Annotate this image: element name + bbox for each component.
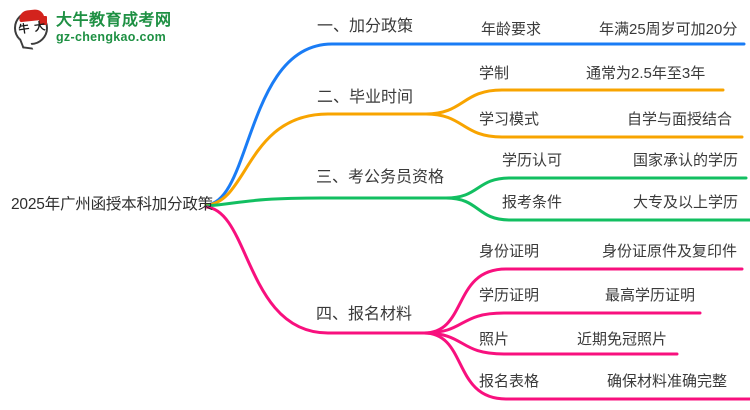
site-name: 大牛教育成考网 [56,12,172,29]
branch-2-child-1-value: 通常为2.5年至3年 [586,65,706,82]
branch-4-child-2-label: 学历证明 [479,287,540,304]
logo-bubble-icon: 大牛 [14,8,48,50]
branch-3-sub-2-line [444,196,750,222]
branch-2-child-2-label: 学习模式 [479,111,540,128]
branch-4-sub-2-line [422,311,702,335]
branch-2-sub-2-line [424,112,744,139]
branch-2-child-2-value: 自学与面授结合 [627,111,733,128]
branch-2-child-1-label: 学制 [479,65,510,82]
branch-1-child-1-label: 年龄要求 [481,21,542,38]
logo-red-seal-icon [39,16,47,25]
branch-3-line [204,196,450,208]
branch-4-child-3-value: 近期免冠照片 [577,331,668,348]
branch-1-line [204,42,746,207]
branch-1-label: 一、加分政策 [317,18,414,35]
site-url: gz-chengkao.com [56,30,167,44]
branch-3-child-2-label: 报考条件 [502,194,563,211]
branch-3-child-2-value: 大专及以上学历 [633,194,739,211]
branch-2-sub-1-line [424,88,725,116]
root-topic: 2025年广州函授本科加分政策 [11,196,213,213]
branch-4-child-4-value: 确保材料准确完整 [607,373,728,390]
branch-2-line [204,112,430,207]
branch-2-label: 二、毕业时间 [317,89,414,106]
branch-4-child-2-value: 最高学历证明 [605,287,696,304]
site-logo: 大牛 大牛教育成考网 gz-chengkao.com [14,8,172,50]
branch-4-child-1-value: 身份证原件及复印件 [602,243,738,260]
logo-characters: 大牛 [16,19,46,33]
branch-3-sub-1-line [444,176,748,200]
logo-text-block: 大牛教育成考网 gz-chengkao.com [56,11,172,45]
branch-3-label: 三、考公务员资格 [316,169,445,186]
branch-4-line [204,205,428,335]
branch-4-sub-1-line [422,267,744,335]
branch-4-sub-4-line [422,331,750,401]
branch-4-child-4-label: 报名表格 [479,373,540,390]
branch-4-child-1-label: 身份证明 [479,243,540,260]
branch-3-child-1-label: 学历认可 [502,152,563,169]
branch-3-child-1-value: 国家承认的学历 [633,152,739,169]
branch-4-label: 四、报名材料 [316,306,413,323]
branch-4-child-3-label: 照片 [479,331,510,348]
branch-1-child-1-value: 年满25周岁可加20分 [599,21,738,38]
